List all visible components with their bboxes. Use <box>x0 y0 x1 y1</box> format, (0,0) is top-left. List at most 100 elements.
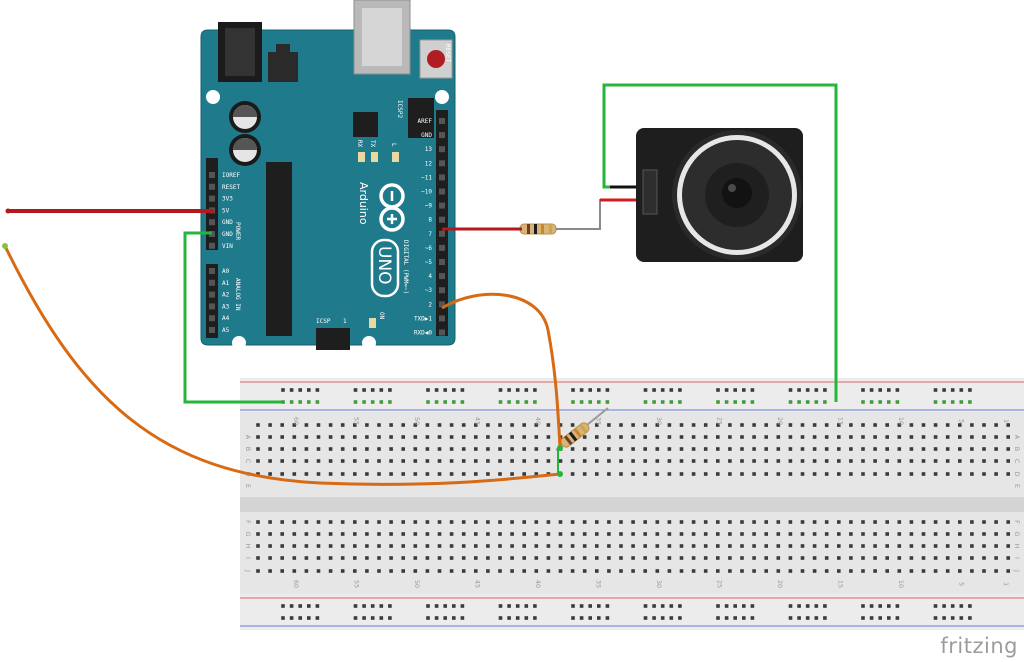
breadboard-hole[interactable] <box>812 472 817 476</box>
rail-hole[interactable] <box>750 604 755 608</box>
breadboard-hole[interactable] <box>377 423 381 427</box>
breadboard-hole[interactable] <box>316 544 321 548</box>
breadboard-hole[interactable] <box>728 472 732 476</box>
breadboard-hole[interactable] <box>510 520 514 524</box>
wire-input-orange[interactable] <box>3 245 561 486</box>
rail-hole[interactable] <box>588 400 592 404</box>
breadboard-hole[interactable] <box>970 532 974 536</box>
rail-hole[interactable] <box>579 616 584 620</box>
rail-hole[interactable] <box>942 400 946 404</box>
rail-hole[interactable] <box>788 616 793 620</box>
breadboard-hole[interactable] <box>1006 532 1010 536</box>
rail-hole[interactable] <box>887 388 891 392</box>
breadboard-hole[interactable] <box>474 532 478 536</box>
breadboard-hole[interactable] <box>595 520 599 524</box>
breadboard-hole[interactable] <box>437 435 442 439</box>
breadboard-hole[interactable] <box>764 423 768 427</box>
rail-hole[interactable] <box>823 400 827 404</box>
rail-hole[interactable] <box>678 400 682 404</box>
breadboard-hole[interactable] <box>389 435 393 439</box>
breadboard-hole[interactable] <box>619 520 623 524</box>
rail-hole[interactable] <box>443 388 447 392</box>
breadboard-hole[interactable] <box>498 532 502 536</box>
breadboard-hole[interactable] <box>921 569 926 573</box>
breadboard-hole[interactable] <box>861 472 865 476</box>
breadboard-hole[interactable] <box>945 520 950 524</box>
breadboard-hole[interactable] <box>873 520 877 524</box>
breadboard-hole[interactable] <box>958 459 962 463</box>
breadboard-hole[interactable] <box>982 423 986 427</box>
rail-hole[interactable] <box>895 400 900 404</box>
digital-pin[interactable] <box>439 160 445 167</box>
rail-hole[interactable] <box>515 604 520 608</box>
breadboard-hole[interactable] <box>897 447 902 451</box>
breadboard-hole[interactable] <box>389 423 393 427</box>
rail-hole[interactable] <box>669 604 674 608</box>
breadboard-hole[interactable] <box>401 544 405 548</box>
breadboard-hole[interactable] <box>365 532 369 536</box>
breadboard-hole[interactable] <box>740 532 744 536</box>
breadboard-hole[interactable] <box>619 569 623 573</box>
breadboard-hole[interactable] <box>800 532 805 536</box>
rail-hole[interactable] <box>460 400 465 404</box>
breadboard-hole[interactable] <box>667 556 672 560</box>
breadboard-hole[interactable] <box>752 556 756 560</box>
speaker[interactable] <box>636 128 803 262</box>
breadboard-hole[interactable] <box>449 556 454 560</box>
breadboard-hole[interactable] <box>522 520 526 524</box>
breadboard-hole[interactable] <box>353 447 357 451</box>
breadboard-hole[interactable] <box>449 459 454 463</box>
breadboard-hole[interactable] <box>328 423 333 427</box>
breadboard-hole[interactable] <box>897 532 902 536</box>
breadboard-hole[interactable] <box>994 556 998 560</box>
rail-hole[interactable] <box>434 604 439 608</box>
breadboard-hole[interactable] <box>365 556 369 560</box>
power-pin[interactable] <box>209 219 215 226</box>
breadboard-hole[interactable] <box>703 435 708 439</box>
power-pin[interactable] <box>209 242 215 249</box>
breadboard-hole[interactable] <box>582 447 587 451</box>
breadboard-hole[interactable] <box>885 520 889 524</box>
breadboard-hole[interactable] <box>304 472 309 476</box>
breadboard-hole[interactable] <box>752 520 756 524</box>
breadboard-hole[interactable] <box>268 435 272 439</box>
breadboard-hole[interactable] <box>546 532 551 536</box>
breadboard-hole[interactable] <box>849 520 853 524</box>
rail-hole[interactable] <box>968 400 972 404</box>
rail-hole[interactable] <box>597 616 601 620</box>
breadboard-hole[interactable] <box>933 423 938 427</box>
breadboard-hole[interactable] <box>631 472 635 476</box>
rail-hole[interactable] <box>434 388 439 392</box>
breadboard-hole[interactable] <box>280 423 284 427</box>
rail-hole[interactable] <box>426 616 430 620</box>
breadboard-hole[interactable] <box>824 435 829 439</box>
breadboard-hole[interactable] <box>280 532 284 536</box>
breadboard-hole[interactable] <box>812 459 817 463</box>
breadboard-hole[interactable] <box>970 544 974 548</box>
rail-hole[interactable] <box>959 388 964 392</box>
breadboard-hole[interactable] <box>667 532 672 536</box>
breadboard-hole[interactable] <box>461 472 466 476</box>
breadboard-hole[interactable] <box>885 459 889 463</box>
rail-hole[interactable] <box>797 604 801 608</box>
analog-pin[interactable] <box>209 315 215 322</box>
breadboard-hole[interactable] <box>703 472 708 476</box>
rail-hole[interactable] <box>643 604 648 608</box>
rail-hole[interactable] <box>289 604 294 608</box>
rail-hole[interactable] <box>660 388 665 392</box>
breadboard-hole[interactable] <box>268 447 272 451</box>
breadboard-hole[interactable] <box>909 435 914 439</box>
rail-hole[interactable] <box>507 388 511 392</box>
breadboard-hole[interactable] <box>377 556 381 560</box>
breadboard-hole[interactable] <box>945 447 950 451</box>
breadboard-hole[interactable] <box>256 472 260 476</box>
breadboard-hole[interactable] <box>546 435 551 439</box>
breadboard-hole[interactable] <box>619 556 623 560</box>
breadboard-hole[interactable] <box>958 556 962 560</box>
breadboard-hole[interactable] <box>1006 423 1010 427</box>
rail-hole[interactable] <box>588 388 592 392</box>
breadboard-hole[interactable] <box>982 569 986 573</box>
breadboard-hole[interactable] <box>643 544 647 548</box>
breadboard-hole[interactable] <box>752 459 756 463</box>
breadboard-hole[interactable] <box>788 569 793 573</box>
